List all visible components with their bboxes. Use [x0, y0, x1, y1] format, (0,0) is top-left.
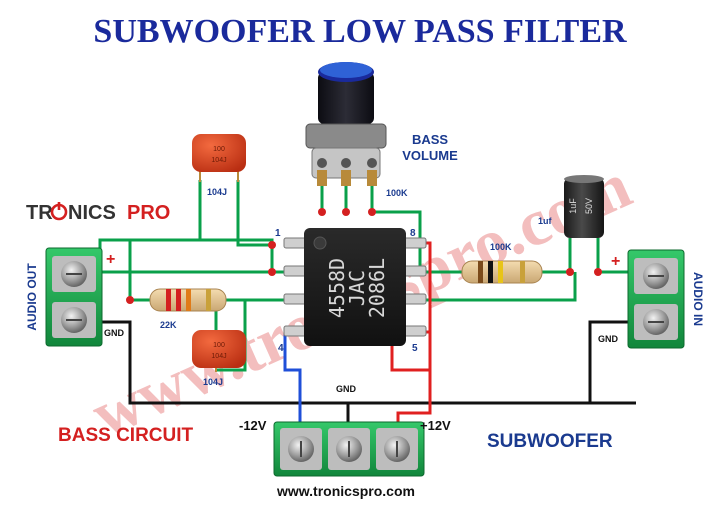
terminal-power [273, 421, 425, 477]
brand-part-3: PRO [127, 202, 170, 224]
cap-bottom-label: 104J [203, 377, 223, 387]
capacitor-bottom: 100 104J [192, 330, 246, 372]
capacitor-top: 100 104J [192, 134, 246, 182]
cap-top-print-1: 100 [213, 146, 225, 153]
resistor-right-label: 100K [490, 242, 512, 252]
cap-top-print-2: 104J [211, 157, 226, 164]
brand-o-icon [50, 202, 68, 221]
elec-print-2: 50V [584, 198, 594, 214]
neg-12v-label: -12V [239, 418, 267, 433]
blue-wires [283, 332, 302, 430]
resistor-22k [149, 288, 227, 312]
pos-12v-label: +12V [420, 418, 451, 433]
potentiometer [305, 62, 387, 186]
pin-8-label: 8 [410, 228, 416, 239]
resistor-left-label: 22K [160, 320, 177, 330]
pin-1-label: 1 [275, 228, 281, 239]
op-amp-chip: 4558D JAC 2086L [283, 228, 427, 346]
pin-5-label: 5 [412, 343, 418, 354]
electrolytic-capacitor: 1uF 50V [564, 175, 604, 238]
pin-4-label: 4 [278, 343, 284, 354]
bass-volume-label-1: BASS [412, 132, 448, 147]
audio-out-label: AUDIO OUT [25, 263, 39, 331]
cap-bottom-print-1: 100 [213, 342, 225, 349]
cap-bottom-print-2: 104J [211, 353, 226, 360]
chip-line-2: JAC [345, 270, 369, 306]
pot-value-label: 100K [386, 188, 408, 198]
brand-part-1: TR [26, 202, 53, 224]
elec-cap-label: 1uf [538, 216, 553, 226]
plus-left: + [106, 251, 115, 268]
terminal-audio-out [45, 247, 103, 347]
bass-volume-label-2: VOLUME [402, 148, 458, 163]
elec-print-1: 1uF [568, 198, 578, 214]
bass-circuit-label: BASS CIRCUIT [58, 425, 194, 446]
page-title: SUBWOOFER LOW PASS FILTER [93, 13, 627, 50]
terminal-audio-in [627, 249, 685, 349]
chip-line-1: 4558D [325, 258, 349, 318]
subwoofer-label: SUBWOOFER [487, 431, 613, 452]
gnd-left-label: GND [104, 328, 125, 338]
chip-line-3: 2086L [365, 258, 389, 318]
brand-part-2: NICS [68, 202, 116, 224]
resistor-100k [461, 260, 543, 284]
website-label: www.tronicspro.com [276, 483, 415, 499]
cap-top-label: 104J [207, 187, 227, 197]
audio-in-label: AUDIO IN [691, 272, 705, 326]
gnd-right-label: GND [598, 334, 619, 344]
brand-logo: TR NICS PRO [26, 202, 170, 224]
gnd-bottom-label: GND [336, 384, 357, 394]
plus-right: + [611, 253, 620, 270]
